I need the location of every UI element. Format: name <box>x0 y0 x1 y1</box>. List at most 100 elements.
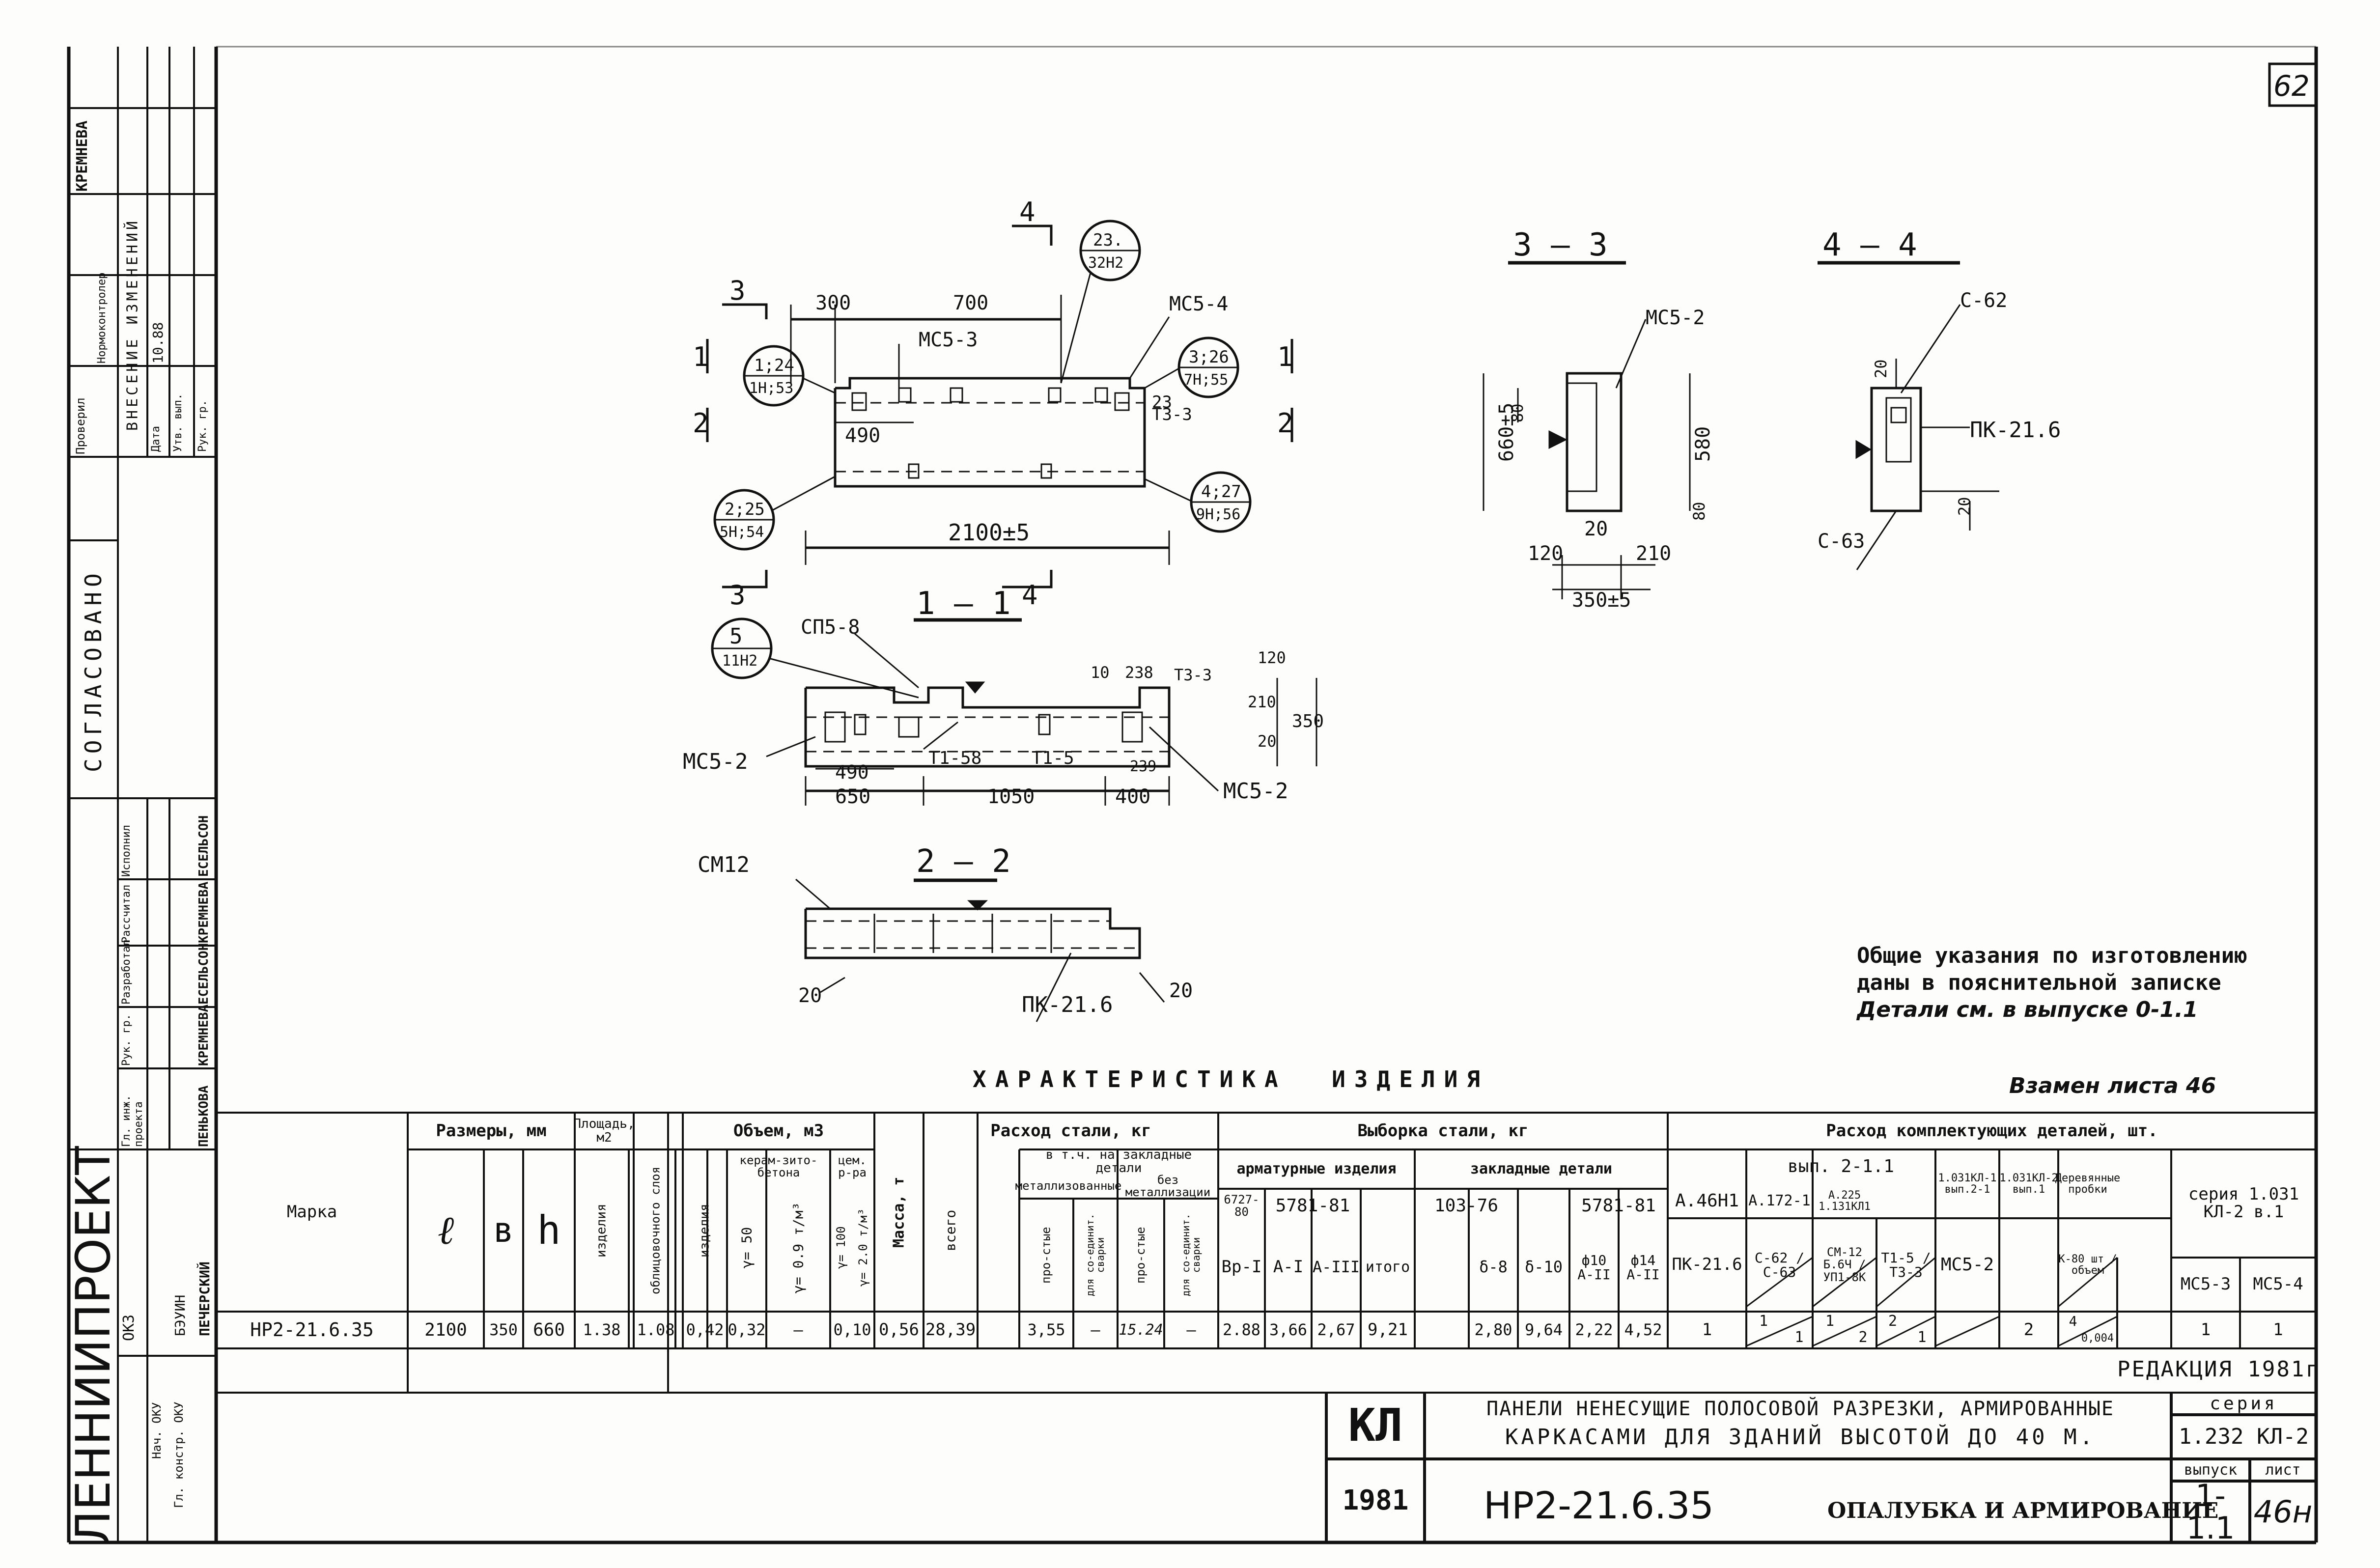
th-steel-sub-2: для со-единит. сварки <box>1084 1213 1106 1297</box>
th-vol-b2: γ= 0.9 т/м³ <box>790 1202 807 1293</box>
bubble-2-top: 2;25 <box>725 500 765 519</box>
bubble-1-top: 1;24 <box>754 356 794 375</box>
redaction-note: РЕДАКЦИЯ 1981г <box>2117 1357 2320 1382</box>
tb-issue-value: 1-1.1 <box>2186 1478 2235 1546</box>
td-arm-total: 9,21 <box>1368 1319 1408 1340</box>
th-comp-a225: А.225 1.131КЛ1 <box>1819 1189 1871 1213</box>
notes-line-3: Детали см. в выпуске 0-1.1 <box>1857 997 2198 1022</box>
bubble-5-top: 5 <box>729 624 743 649</box>
td-mass: 0,56 <box>879 1319 919 1340</box>
td-c62: 1 <box>1759 1313 1768 1330</box>
th-sel-g2: 5781-81 <box>1275 1196 1350 1216</box>
th-vol-c1: γ= 100 <box>834 1226 848 1269</box>
dim-239: 239 <box>1130 758 1156 775</box>
td-vol-c: 0,10 <box>833 1320 871 1339</box>
dim-490: 490 <box>845 424 880 447</box>
role-group: Рук. гр. <box>120 1014 133 1066</box>
th-sel-col-1: Вр-I <box>1221 1257 1262 1277</box>
td-mc53: 1 <box>2200 1319 2211 1340</box>
dim-20-s33: 20 <box>1584 518 1608 540</box>
bubble-3-bot: 7Н;55 <box>1184 371 1228 389</box>
label-t33-s11: Т3-3 <box>1174 666 1212 684</box>
characteristic-title: ХАРАКТЕРИСТИКА ИЗДЕЛИЯ <box>973 1066 1489 1092</box>
th-steel-incl: в т.ч. на закладные детали <box>1045 1147 1192 1176</box>
dim-20-right: 20 <box>1169 980 1193 1002</box>
label-c63: С-63 <box>1818 530 1865 553</box>
td-steel-total: 28,39 <box>925 1319 976 1340</box>
th-steel-sub-3: про-стые <box>1133 1227 1148 1284</box>
td-wood-v: 0,004 <box>2081 1332 2114 1345</box>
th-comp-v2: 1.031КЛ-1 вып.2-1 <box>1938 1172 1997 1196</box>
dim-700: 700 <box>953 292 988 314</box>
th-area-a: изделия <box>594 1204 609 1258</box>
td-vol-a: 0,42 <box>686 1320 724 1339</box>
dim-210-s33: 210 <box>1636 542 1671 565</box>
th-comp-col-4: Т1-5 / Т3-3 <box>1881 1249 1931 1280</box>
th-comp-col-7: МС5-3 <box>2180 1274 2231 1294</box>
td-arm-a1: 3,66 <box>1269 1320 1308 1339</box>
td-l: 2100 <box>424 1319 467 1340</box>
th-comp-col-5: МС5-2 <box>1940 1255 1994 1275</box>
th-comp-series: серия 1.031 КЛ-2 в.1 <box>2188 1184 2299 1222</box>
th-vol-c: цем. р-ра <box>838 1153 867 1179</box>
check-label-1: Проверил <box>74 397 87 454</box>
td-area-b: 1.08 <box>637 1320 675 1339</box>
tb-sheet-label: лист <box>2265 1461 2301 1479</box>
td-b: 350 <box>489 1320 518 1339</box>
tb-issue-label: выпуск <box>2184 1461 2238 1479</box>
th-sel-g1: 6727-80 <box>1224 1192 1260 1219</box>
bubble-23-bot: 32Н2 <box>1088 254 1123 272</box>
label-mc52-s33: МС5-2 <box>1646 307 1705 329</box>
bubble-3-top: 3;26 <box>1189 347 1229 367</box>
section-1-1-labels: 1 — 1 5 11Н2 СП5-8 10 238 120 210 20 350… <box>683 586 1324 808</box>
marker-3-bot: 3 <box>729 580 746 611</box>
section-4-4-labels: 4 — 4 С-62 С-63 ПК-21.6 20 20 <box>1818 227 2061 553</box>
role-calc: Рассчитал <box>120 884 133 943</box>
instead-of-sheet: Взамен листа 46 <box>2009 1073 2216 1098</box>
label-mc52-right: МС5-2 <box>1223 779 1288 804</box>
dim-80-a: 80 <box>1508 403 1527 422</box>
th-comp-a172: А.172-1 <box>1748 1192 1811 1210</box>
dim-80-b: 80 <box>1690 502 1708 521</box>
label-mc54: МС5-4 <box>1169 293 1228 315</box>
th-components: Расход комплектующих деталей, шт. <box>1826 1120 2158 1141</box>
th-area: Площадь, м2 <box>573 1117 635 1145</box>
td-zak-d10: 9,64 <box>1524 1320 1563 1339</box>
main-elevation-labels: 300 700 490 2100±5 МС5-4 МС5-3 Т3-3 23 1… <box>693 196 1293 611</box>
bubble-23-top: 23. <box>1093 230 1123 250</box>
td-zak-f10: 2,22 <box>1575 1320 1613 1339</box>
th-vol-c2: γ= 2.0 т/м³ <box>856 1208 870 1287</box>
tb-series-value: 1.232 КЛ-2 <box>2179 1424 2309 1449</box>
dim-20: 20 <box>1258 732 1277 751</box>
th-sel-col-3: А-III <box>1312 1258 1360 1277</box>
th-steel-sub-4: для со-единит. сварки <box>1180 1213 1202 1297</box>
section-2-2 <box>795 878 1165 1022</box>
check-label-2: Нормоконтролер <box>96 272 108 364</box>
th-vol-a: изделия <box>697 1204 712 1258</box>
label-t33: Т3-3 <box>1152 405 1192 424</box>
role-head-oku: Нач. ОКУ <box>150 1402 164 1459</box>
dim-580: 580 <box>1692 426 1714 462</box>
tb-kl: КЛ <box>1348 1399 1403 1452</box>
bubble-1-bot: 1Н;53 <box>749 380 793 397</box>
th-mass: Масса, т <box>890 1176 908 1248</box>
dim-238: 238 <box>1125 663 1153 682</box>
th-steel-met: металлизованные <box>1015 1179 1122 1193</box>
th-steel-sub-1: про-стые <box>1039 1227 1053 1284</box>
role-developer: Разработал <box>120 939 133 1005</box>
th-steel-nomet: без металлизации <box>1125 1173 1211 1199</box>
th-l: ℓ <box>437 1207 454 1253</box>
label-mc52-left: МС5-2 <box>683 749 748 774</box>
label-t15: Т1-5 <box>1032 748 1074 768</box>
marker-4-bot: 4 <box>1022 580 1038 611</box>
dim-20-left: 20 <box>798 984 822 1007</box>
tb-sheet-value: 46н <box>2253 1493 2313 1530</box>
td-pk216: 1 <box>1702 1319 1712 1340</box>
dim-490-s11: 490 <box>835 761 869 783</box>
dim-350-s33: 350±5 <box>1572 589 1631 612</box>
marker-1-left: 1 <box>693 341 709 372</box>
marker-1-right: 1 <box>1277 341 1293 372</box>
general-notes: Общие указания по изготовлению даны в по… <box>1857 942 2247 1023</box>
name-chief-constr: БЭУИН <box>172 1294 188 1336</box>
th-sel-zak: закладные детали <box>1470 1160 1612 1178</box>
